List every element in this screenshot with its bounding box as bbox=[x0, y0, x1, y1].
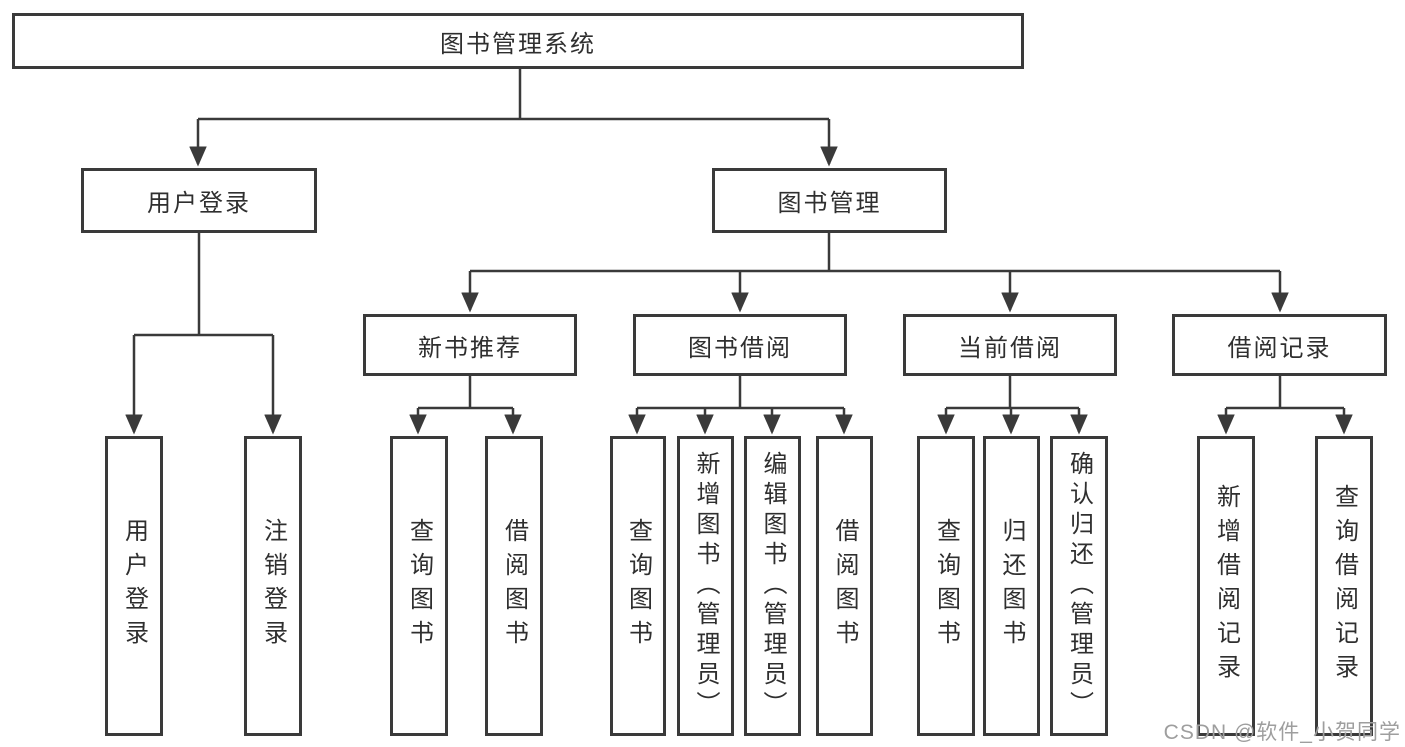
connector-current-rail bbox=[946, 376, 1079, 410]
node-book-management: 图书管理 bbox=[712, 168, 947, 233]
node-borrowing-records: 借阅记录 bbox=[1172, 314, 1387, 376]
leaf-borrow-books-borrowing: 借阅图书 bbox=[816, 436, 873, 736]
leaf-query-books-current: 查询图书 bbox=[917, 436, 975, 736]
leaf-query-borrow-record: 查询借阅记录 bbox=[1315, 436, 1373, 736]
leaf-borrow-books-recommend: 借阅图书 bbox=[485, 436, 543, 736]
connector-login-rail bbox=[134, 233, 273, 337]
connector-records-rail bbox=[1226, 376, 1344, 410]
node-current-borrowing: 当前借阅 bbox=[903, 314, 1117, 376]
leaf-query-books-borrowing: 查询图书 bbox=[610, 436, 666, 736]
connector-root-rail bbox=[198, 69, 829, 121]
connector-borrow-rail bbox=[637, 376, 844, 410]
connector-newrec-rail bbox=[418, 376, 513, 410]
leaf-query-books-recommend: 查询图书 bbox=[390, 436, 448, 736]
leaf-return-books: 归还图书 bbox=[983, 436, 1040, 736]
leaf-edit-books-admin: 编辑图书（管理员） bbox=[744, 436, 801, 736]
leaf-add-borrow-record: 新增借阅记录 bbox=[1197, 436, 1255, 736]
node-new-book-recommendation: 新书推荐 bbox=[363, 314, 577, 376]
leaf-add-books-admin: 新增图书（管理员） bbox=[677, 436, 734, 736]
leaf-user-login: 用户登录 bbox=[105, 436, 163, 736]
node-root-library-system: 图书管理系统 bbox=[12, 13, 1024, 69]
leaf-confirm-return-admin: 确认归还（管理员） bbox=[1050, 436, 1108, 736]
node-book-borrowing: 图书借阅 bbox=[633, 314, 847, 376]
leaf-logout: 注销登录 bbox=[244, 436, 302, 736]
node-user-login: 用户登录 bbox=[81, 168, 317, 233]
connector-mgmt-rail bbox=[470, 233, 1280, 273]
csdn-watermark: CSDN @软件_小贺同学 bbox=[1163, 721, 1401, 744]
